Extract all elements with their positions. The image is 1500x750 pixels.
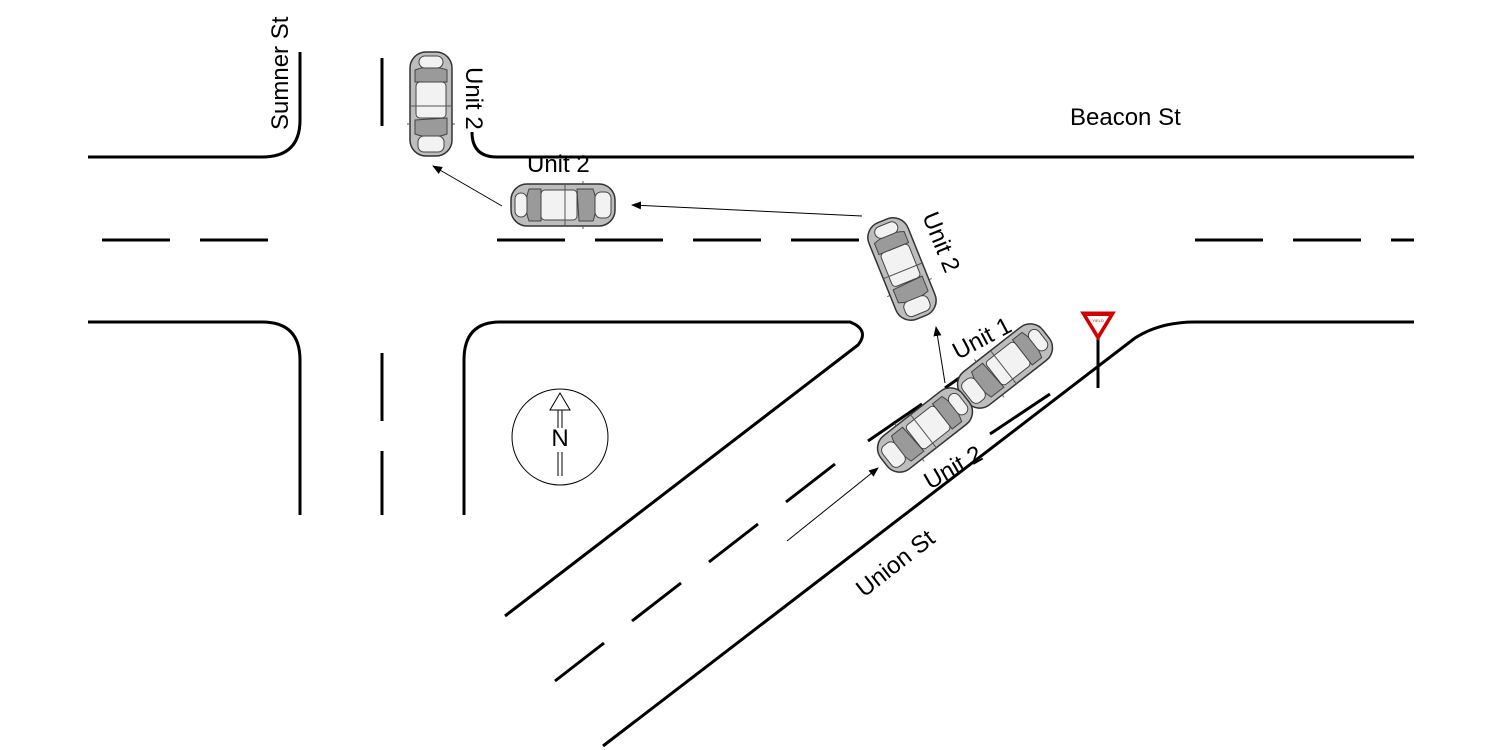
yield-sign: YIELD bbox=[1080, 311, 1116, 388]
union-st-label: Union St bbox=[851, 525, 940, 603]
yield-sign-text: YIELD bbox=[1092, 318, 1104, 323]
unit2-travel-path bbox=[432, 165, 946, 542]
compass-letter: N bbox=[551, 425, 568, 452]
unit2-vehicle-beacon bbox=[510, 180, 616, 230]
unit2-vehicle-final bbox=[406, 51, 456, 157]
north-arrow: N bbox=[511, 388, 609, 486]
unit2-final-label: Unit 2 bbox=[460, 67, 487, 130]
sumner-st-label: Sumner St bbox=[267, 16, 294, 130]
union-st-center-line bbox=[554, 462, 836, 683]
unit2-beacon-label: Unit 2 bbox=[527, 151, 590, 178]
beacon-st-north-edge bbox=[88, 52, 1414, 159]
beacon-st-label: Beacon St bbox=[1070, 104, 1181, 131]
beacon-st-south-edge bbox=[88, 320, 1414, 748]
